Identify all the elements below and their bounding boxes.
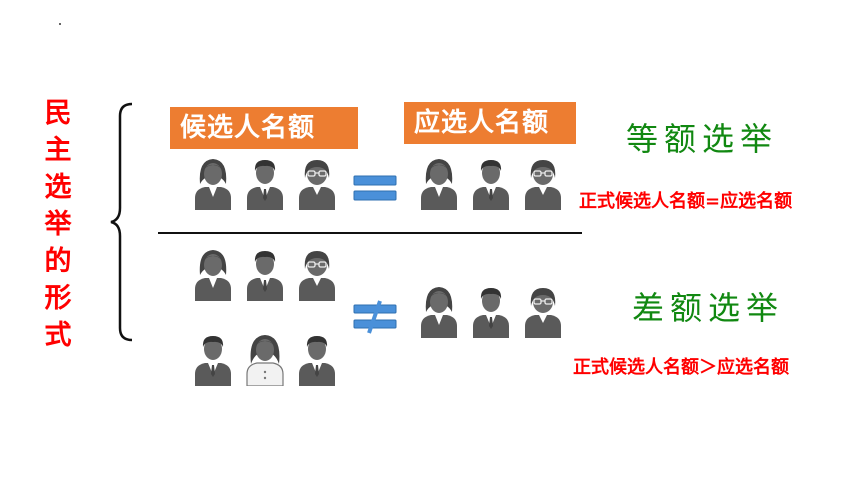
man-icon	[240, 154, 290, 210]
candidates-label: 候选人名额	[170, 107, 358, 149]
man-icon	[240, 245, 290, 301]
title-char: 选	[44, 172, 72, 203]
equal-election-formula: 正式候选人名额=应选名额	[579, 191, 793, 212]
differential-election-title: 差额选举	[632, 289, 785, 327]
woman-icon	[414, 282, 464, 338]
woman-icon	[414, 154, 464, 210]
title-char: 主	[44, 135, 72, 166]
equal-election-title: 等额选举	[626, 120, 779, 158]
equals-icon	[353, 175, 397, 201]
elected-label: 应选人名额	[404, 102, 576, 144]
woman-glasses-icon	[518, 154, 568, 210]
woman-glasses-icon	[292, 154, 342, 210]
woman-glasses-icon	[292, 245, 342, 301]
man-icon	[188, 330, 238, 386]
woman-white-icon	[240, 330, 290, 386]
title-char: 形	[44, 283, 72, 314]
section-divider	[158, 232, 582, 234]
differential-election-formula: 正式候选人名额＞应选名额	[573, 357, 789, 378]
man-icon	[292, 330, 342, 386]
not-equals-icon	[353, 300, 397, 334]
title-char: 式	[44, 320, 72, 351]
title-char: 举	[44, 209, 72, 240]
woman-icon	[188, 154, 238, 210]
title-char: 民	[44, 98, 72, 129]
woman-icon	[188, 245, 238, 301]
title-char: 的	[44, 246, 72, 277]
man-icon	[466, 282, 516, 338]
curly-brace-icon	[110, 102, 133, 342]
vertical-title: 民 主 选 举 的 形 式	[38, 95, 78, 354]
man-icon	[466, 154, 516, 210]
woman-glasses-icon	[518, 282, 568, 338]
stray-dot	[59, 23, 61, 25]
